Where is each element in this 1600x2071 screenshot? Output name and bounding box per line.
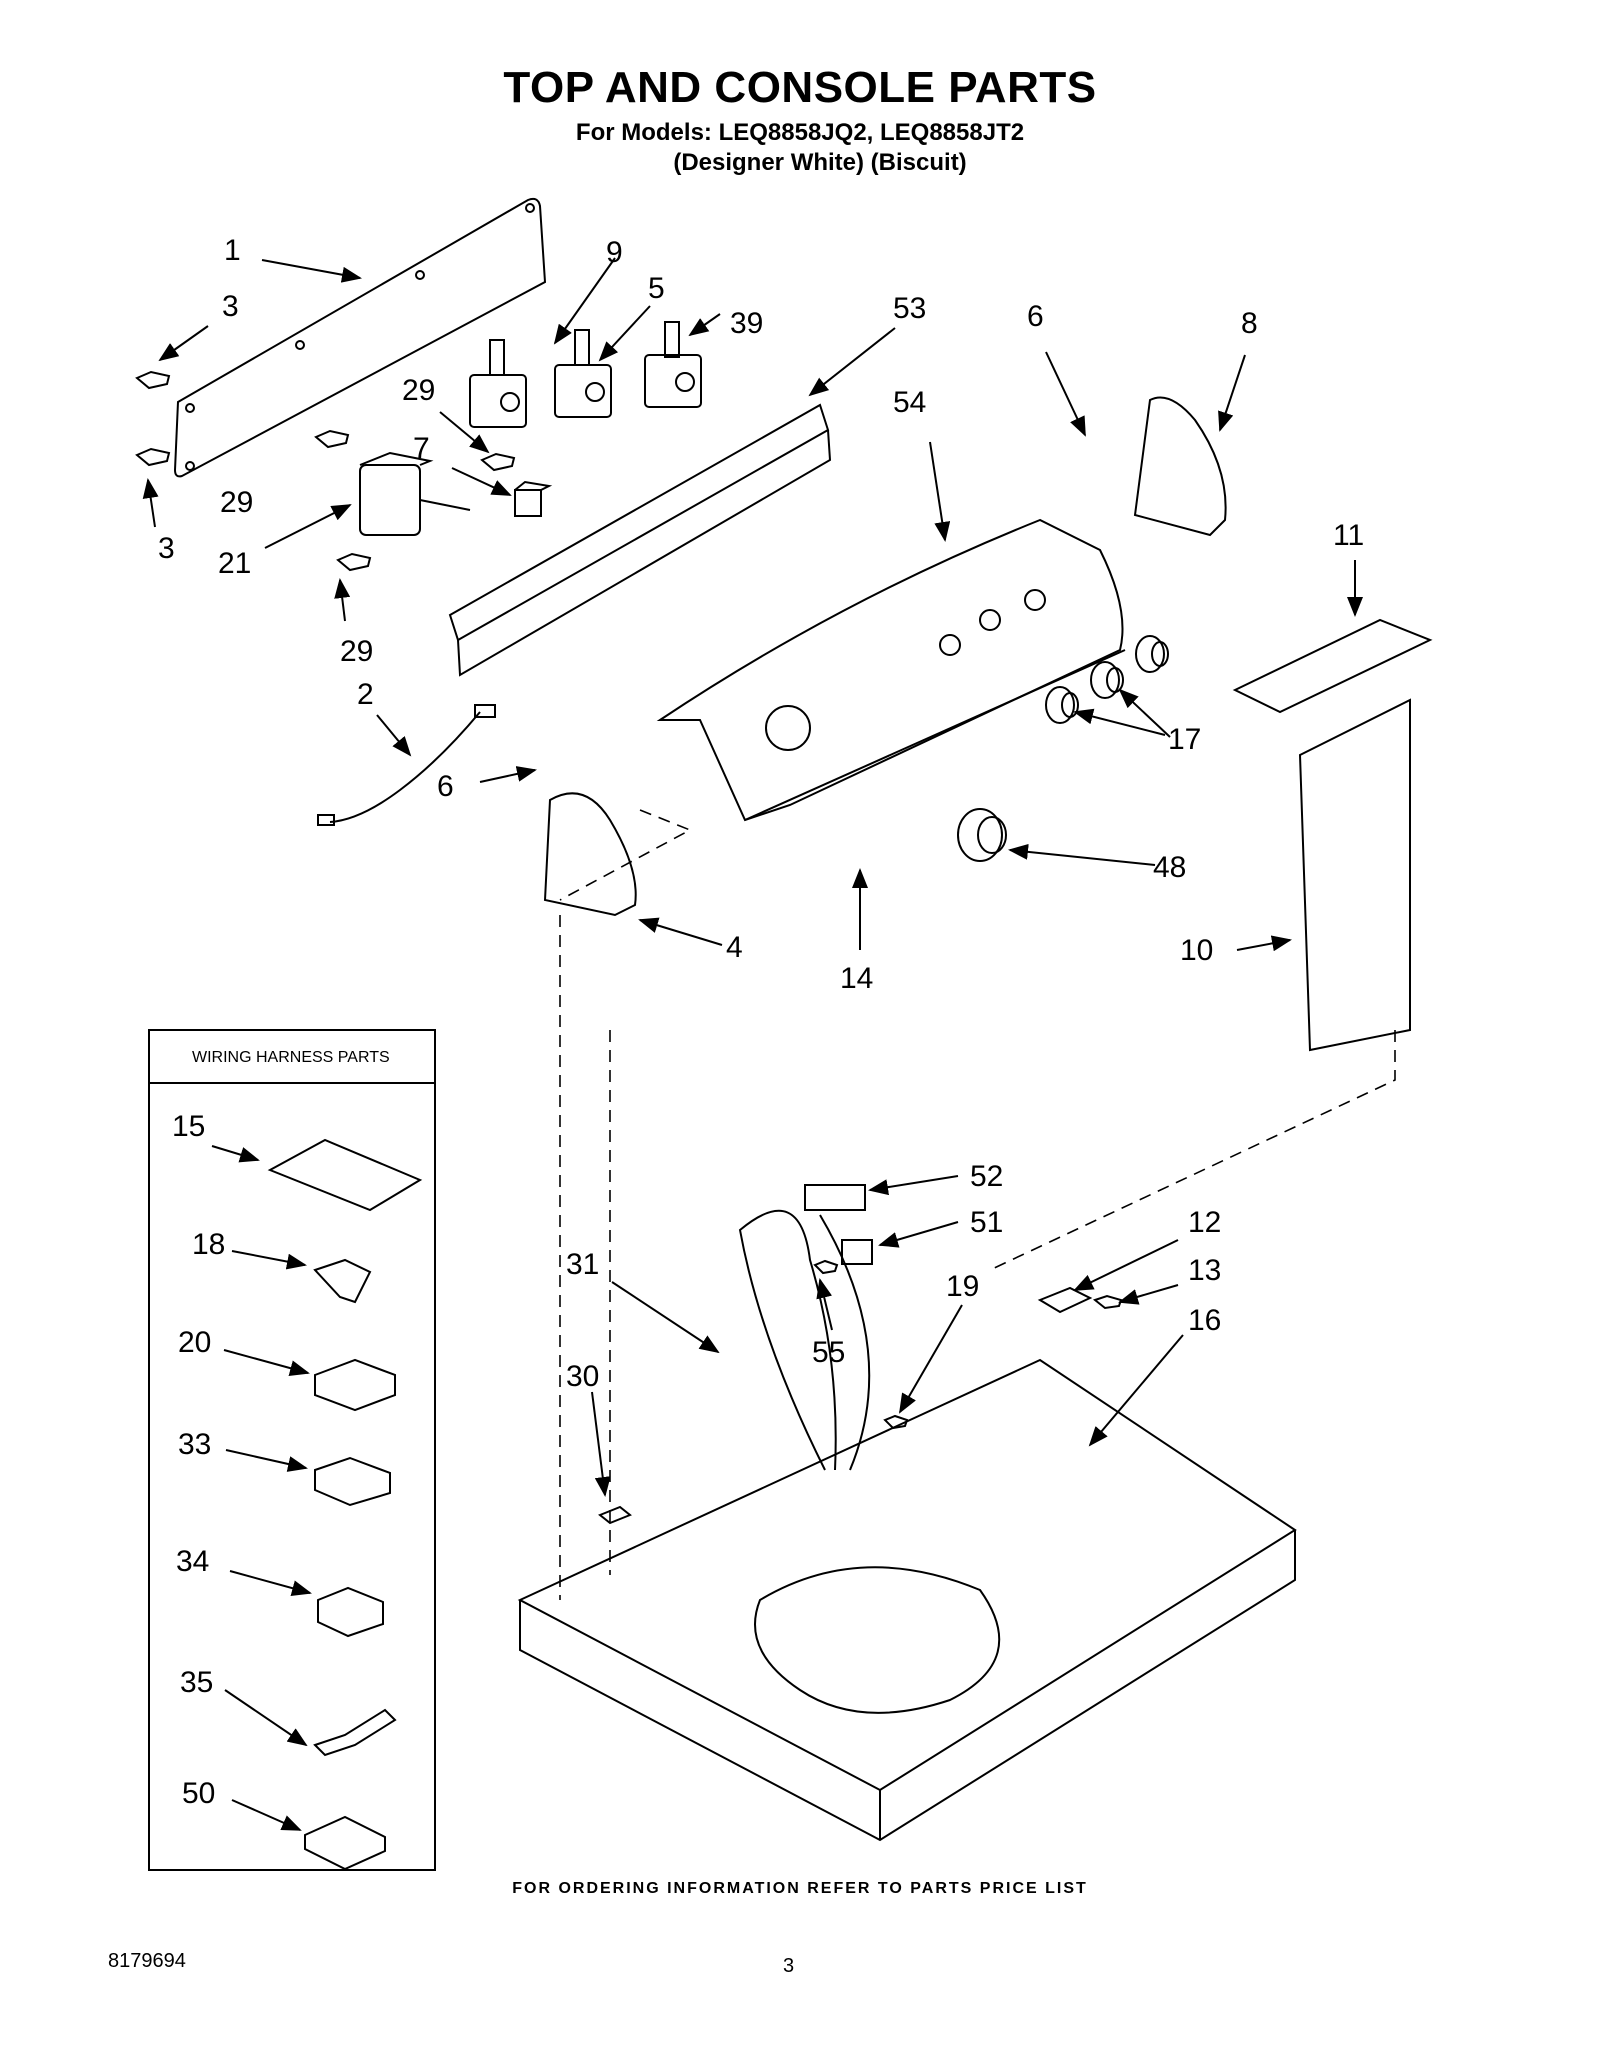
callout-30: 30 [566, 1360, 599, 1393]
callout-55: 55 [812, 1336, 845, 1369]
callout-20: 20 [178, 1326, 211, 1359]
left-end-cap-part [543, 792, 637, 917]
grommet-part [598, 1505, 632, 1525]
screw-part [314, 429, 350, 449]
switch-part [469, 339, 527, 428]
harness-part-35 [313, 1708, 397, 1757]
harness-box-title: WIRING HARNESS PARTS [192, 1049, 390, 1066]
page-title: TOP AND CONSOLE PARTS [503, 63, 1097, 112]
knob-insert-part [514, 480, 553, 517]
screw-part [1092, 1294, 1123, 1310]
callout-7: 7 [413, 432, 430, 465]
callout-34: 34 [176, 1545, 209, 1578]
callout-35: 35 [180, 1666, 213, 1699]
callout-31: 31 [566, 1248, 599, 1281]
callout-3: 3 [158, 532, 175, 565]
callout-29: 29 [340, 635, 373, 668]
harness-part-50 [304, 1815, 386, 1871]
top-panel-part [517, 1358, 1297, 1792]
callout-17: 17 [1168, 723, 1201, 756]
harness-part-33 [314, 1456, 391, 1507]
harness-parts-box [148, 1029, 436, 1871]
callout-29: 29 [402, 374, 435, 407]
callout-33: 33 [178, 1428, 211, 1461]
callout-4: 4 [726, 931, 743, 964]
ordering-note: FOR ORDERING INFORMATION REFER TO PARTS … [512, 1880, 1088, 1897]
callout-18: 18 [192, 1228, 225, 1261]
callout-21: 21 [218, 547, 251, 580]
harness-part-34 [317, 1586, 384, 1638]
switch-part [644, 321, 702, 408]
colors-line: (Designer White) (Biscuit) [673, 149, 967, 176]
callout-39: 39 [730, 307, 763, 340]
callout-52: 52 [970, 1160, 1003, 1193]
wire-harness-part [329, 711, 481, 823]
timer-part [359, 451, 471, 536]
callout-6: 6 [437, 770, 454, 803]
screw-part [336, 552, 372, 572]
terminal-part [841, 1239, 873, 1265]
main-wire-harness-part [738, 1209, 837, 1471]
callout-50: 50 [182, 1777, 215, 1810]
callout-1: 1 [224, 234, 241, 267]
large-knob-part [957, 808, 1007, 862]
page-number: 3 [783, 1955, 795, 1977]
screw-part [480, 452, 516, 472]
harness-part-15 [267, 1138, 423, 1212]
callout-13: 13 [1188, 1254, 1221, 1287]
screw-part [883, 1414, 909, 1430]
page-header: TOP AND CONSOLE PARTS For Models: LEQ885… [0, 62, 1600, 178]
callout-15: 15 [172, 1110, 205, 1143]
screw-part [135, 447, 171, 467]
connector-block-part [804, 1184, 866, 1211]
callout-3: 3 [222, 290, 239, 323]
callout-12: 12 [1188, 1206, 1221, 1239]
harness-part-18 [313, 1258, 372, 1304]
knob-part [1090, 661, 1124, 699]
callout-16: 16 [1188, 1304, 1221, 1337]
callout-14: 14 [840, 962, 873, 995]
console-part [656, 518, 1124, 822]
callout-8: 8 [1241, 307, 1258, 340]
callout-51: 51 [970, 1206, 1003, 1239]
callout-10: 10 [1180, 934, 1213, 967]
callout-11: 11 [1333, 519, 1364, 552]
callout-5: 5 [648, 272, 665, 305]
lint-housing-part [1298, 698, 1411, 1052]
rear-bracket-part [173, 197, 547, 478]
callout-48: 48 [1153, 851, 1186, 884]
console-control-panel-part [448, 403, 830, 642]
switch-part [554, 329, 612, 418]
callout-2: 2 [357, 678, 374, 711]
screw-part [135, 370, 171, 390]
knob-part [1135, 635, 1169, 673]
right-end-cap-part [1133, 396, 1227, 537]
knob-part [1045, 686, 1079, 724]
callout-53: 53 [893, 292, 926, 325]
models-line: For Models: LEQ8858JQ2, LEQ8858JT2 [575, 119, 1025, 146]
callout-6: 6 [1027, 300, 1044, 333]
document-number: 8179694 [108, 1950, 186, 1972]
lint-screen-part [1232, 618, 1433, 714]
screw-part [813, 1259, 839, 1275]
callout-29: 29 [220, 486, 253, 519]
callout-19: 19 [946, 1270, 979, 1303]
callout-9: 9 [606, 236, 623, 269]
callout-54: 54 [893, 386, 926, 419]
clip-part [1037, 1286, 1093, 1314]
harness-part-20 [314, 1358, 396, 1412]
